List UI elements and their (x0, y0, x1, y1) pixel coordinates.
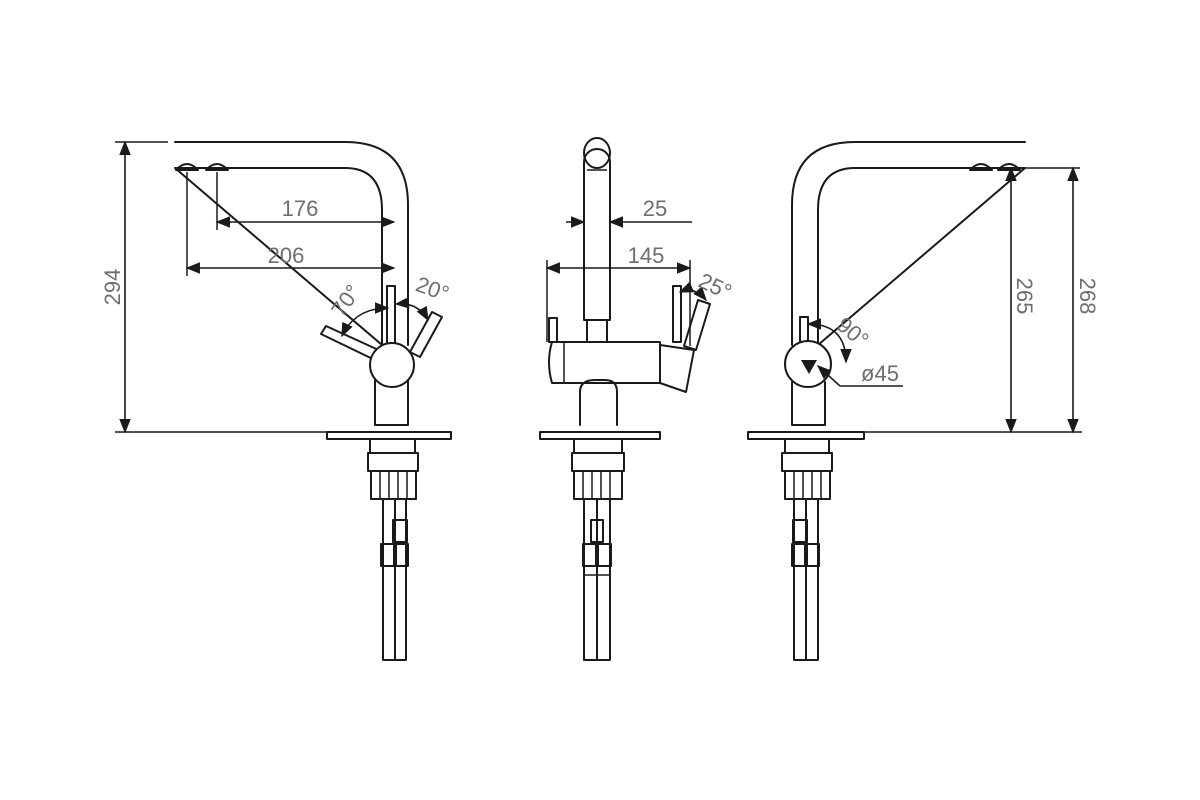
dim-265-label: 265 (1012, 278, 1037, 315)
front-spout (174, 141, 409, 346)
side-lever-block (659, 344, 695, 393)
front-aerator-1 (175, 163, 199, 171)
front-hose-fitting-1 (392, 519, 408, 543)
dim-70-arc (341, 302, 390, 338)
rear-hose-fitting-3 (804, 543, 820, 567)
rear-thread (781, 452, 833, 472)
side-fixing (573, 470, 623, 500)
side-column (579, 379, 618, 426)
dim-25deg-label: 25° (695, 268, 736, 305)
side-knob (548, 317, 558, 343)
dim-145-label: 145 (628, 243, 665, 268)
side-hose-2 (596, 498, 611, 661)
rear-hose-fitting-2 (791, 543, 808, 567)
front-fixing (370, 470, 417, 500)
dim-268-label: 268 (1075, 278, 1100, 315)
dim-90-arc (806, 318, 852, 364)
dim-176-label: 176 (282, 196, 319, 221)
dim-20-arc (394, 297, 429, 322)
dim-25-label: 25 (643, 196, 667, 221)
rear-view: 90° ø45 265 268 (747, 141, 1100, 661)
front-column (374, 379, 409, 426)
side-spout (583, 148, 611, 321)
front-lever-right (409, 311, 443, 358)
side-view: 25 145 25° (539, 137, 736, 661)
rear-hose-1 (793, 498, 807, 661)
side-spout-collar (586, 319, 608, 343)
side-nut (573, 438, 623, 454)
dim-294-label: 294 (100, 269, 125, 306)
front-base-plate (326, 431, 452, 440)
dim-206-label: 206 (268, 243, 305, 268)
rear-hose-fitting-1 (792, 519, 808, 543)
rear-base-plate (747, 431, 865, 440)
side-fixing-ribs (582, 471, 611, 499)
side-thread (571, 452, 625, 472)
front-aerator-2 (205, 163, 229, 171)
dim-90-label: 90° (832, 312, 874, 353)
rear-hose-2 (805, 498, 819, 661)
side-lever-stem (672, 285, 682, 343)
side-hose-fitting-1 (590, 519, 604, 543)
side-hose-fitting-3 (595, 543, 612, 567)
side-lever (683, 299, 711, 351)
dim-20-label: 20° (413, 272, 453, 307)
dim-25deg-arc (678, 281, 707, 302)
front-view: 294 176 206 70° 20° (100, 140, 453, 661)
rear-indicator-icon (801, 360, 817, 374)
front-hose-fitting-3 (393, 543, 409, 567)
front-nut (369, 438, 416, 454)
front-body (369, 342, 415, 388)
side-spout-top (583, 137, 611, 169)
rear-spout (791, 141, 1026, 346)
dim-d45-leader (816, 365, 841, 387)
dim-d45-label: ø45 (861, 361, 899, 386)
side-body (548, 341, 661, 384)
rear-aerator-1 (969, 163, 993, 171)
front-hose-2 (394, 498, 407, 661)
side-base-plate (539, 431, 661, 440)
rear-nut (784, 438, 830, 454)
side-hose-fitting-2 (582, 543, 599, 567)
front-lever-stem (386, 285, 396, 347)
rear-column (791, 381, 826, 426)
front-hose-fitting-2 (380, 543, 397, 567)
front-thread (367, 452, 419, 472)
rear-fixing (784, 470, 831, 500)
rear-fixing-ribs (793, 471, 822, 499)
front-fixing-ribs (379, 471, 408, 499)
